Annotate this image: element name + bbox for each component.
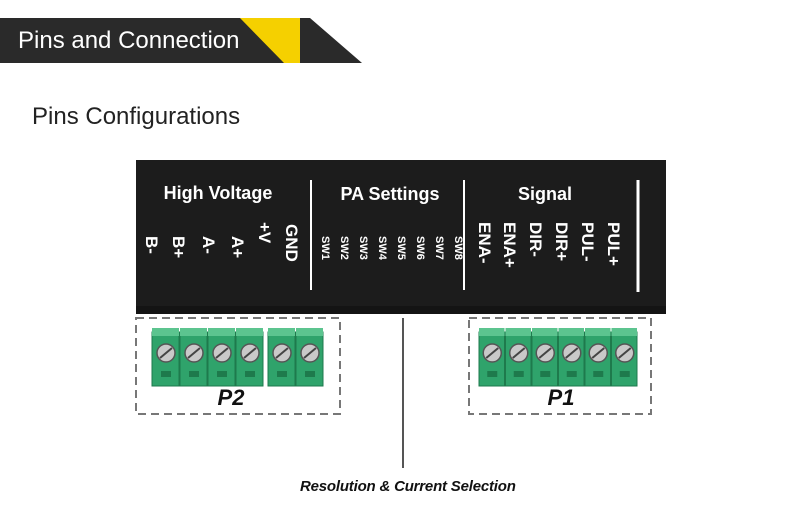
terminal-block-p1 — [478, 328, 638, 387]
pin-label-plusv: +V — [255, 222, 274, 244]
banner-title: Pins and Connection — [18, 27, 240, 54]
section-banner — [0, 18, 362, 63]
signal-heading: Signal — [518, 184, 572, 204]
section-title: Pins Configurations — [32, 103, 241, 130]
pin-label-bminus: B- — [142, 236, 161, 254]
signal-pins: ENA- ENA+ DIR- DIR+ PUL- PUL+ — [475, 222, 623, 268]
switch-label-sw3: SW3 — [357, 236, 369, 260]
switch-label-sw8: SW8 — [452, 236, 464, 260]
switch-label-sw6: SW6 — [414, 236, 426, 260]
high-voltage-heading: High Voltage — [164, 183, 273, 203]
pa-settings-heading: PA Settings — [340, 184, 439, 204]
caption: Resolution & Current Selection — [300, 478, 516, 495]
p1-outline — [468, 317, 652, 415]
pin-label-pul-plus: PUL+ — [604, 222, 623, 266]
pin-label-pul-minus: PUL- — [578, 222, 597, 262]
switch-label-sw4: SW4 — [376, 236, 388, 261]
pin-label-dir-minus: DIR- — [526, 222, 545, 257]
switch-label-sw2: SW2 — [338, 236, 350, 260]
terminal-block-p2 — [151, 328, 324, 387]
pin-label-aplus: A+ — [228, 236, 247, 258]
pin-label-ena-plus: ENA+ — [500, 222, 519, 268]
switch-label-sw5: SW5 — [395, 236, 407, 260]
p2-outline — [135, 317, 341, 415]
pin-label-bplus: B+ — [169, 236, 188, 258]
connector-label-p1: P1 — [548, 385, 575, 410]
pa-switch-labels: SW1 SW2 SW3 SW4 SW5 SW6 SW7 SW8 — [319, 236, 464, 261]
pin-label-dir-plus: DIR+ — [552, 222, 571, 261]
pin-label-aminus: A- — [199, 236, 218, 254]
pin-label-ena-minus: ENA- — [475, 222, 494, 264]
driver-body — [136, 160, 666, 312]
switch-label-sw7: SW7 — [433, 236, 445, 260]
high-voltage-pins: B- B+ A- A+ +V GND — [142, 222, 301, 262]
pin-label-gnd: GND — [282, 224, 301, 262]
switch-label-sw1: SW1 — [319, 236, 331, 260]
connector-label-p2: P2 — [218, 385, 246, 410]
